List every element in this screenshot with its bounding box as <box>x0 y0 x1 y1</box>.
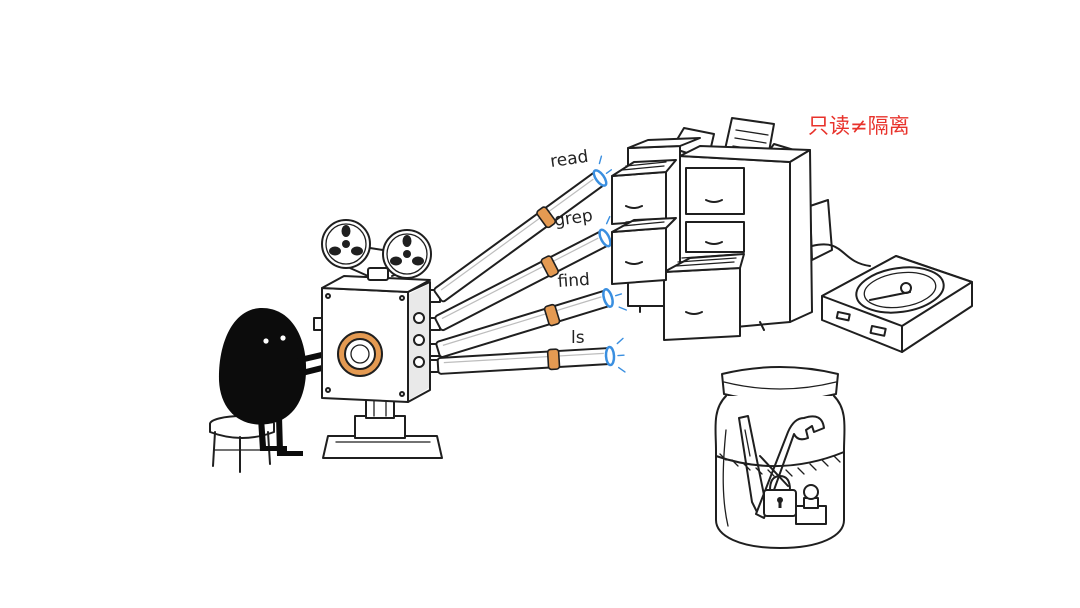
tube-collar <box>536 206 557 229</box>
nozzle-glow-tick <box>614 293 623 297</box>
nozzle-glow-tick <box>616 337 624 345</box>
tool-label-ls: ls <box>571 328 585 348</box>
tube-ls <box>436 337 626 375</box>
tube-read <box>433 155 622 303</box>
nozzle-glow-tick <box>598 155 603 165</box>
tube-grep <box>434 215 626 332</box>
cable <box>811 243 871 267</box>
tool-tubes <box>433 155 628 375</box>
tube-collar <box>540 255 559 278</box>
tool-label-grep: grep <box>553 206 594 231</box>
tube-nozzle <box>602 288 614 308</box>
nozzle-glow-tick <box>617 366 626 373</box>
tube-collar <box>546 348 561 371</box>
nozzle-glow-tick <box>605 215 611 225</box>
tool-label-find: find <box>557 270 591 292</box>
diagram-title: 只读≠隔离 <box>808 114 910 138</box>
hard-drive-icon <box>821 255 973 353</box>
nozzle-glow-tick <box>605 169 613 174</box>
locked-jar-icon <box>714 366 846 549</box>
tube-collar <box>543 303 561 327</box>
tool-label-read: read <box>549 147 590 172</box>
projector-icon <box>313 219 443 459</box>
tube-nozzle <box>604 345 616 367</box>
tube-nozzle <box>598 228 612 248</box>
nozzle-glow-tick <box>618 306 628 311</box>
filing-cabinet-icon <box>611 117 833 341</box>
tube-nozzle <box>592 169 608 187</box>
